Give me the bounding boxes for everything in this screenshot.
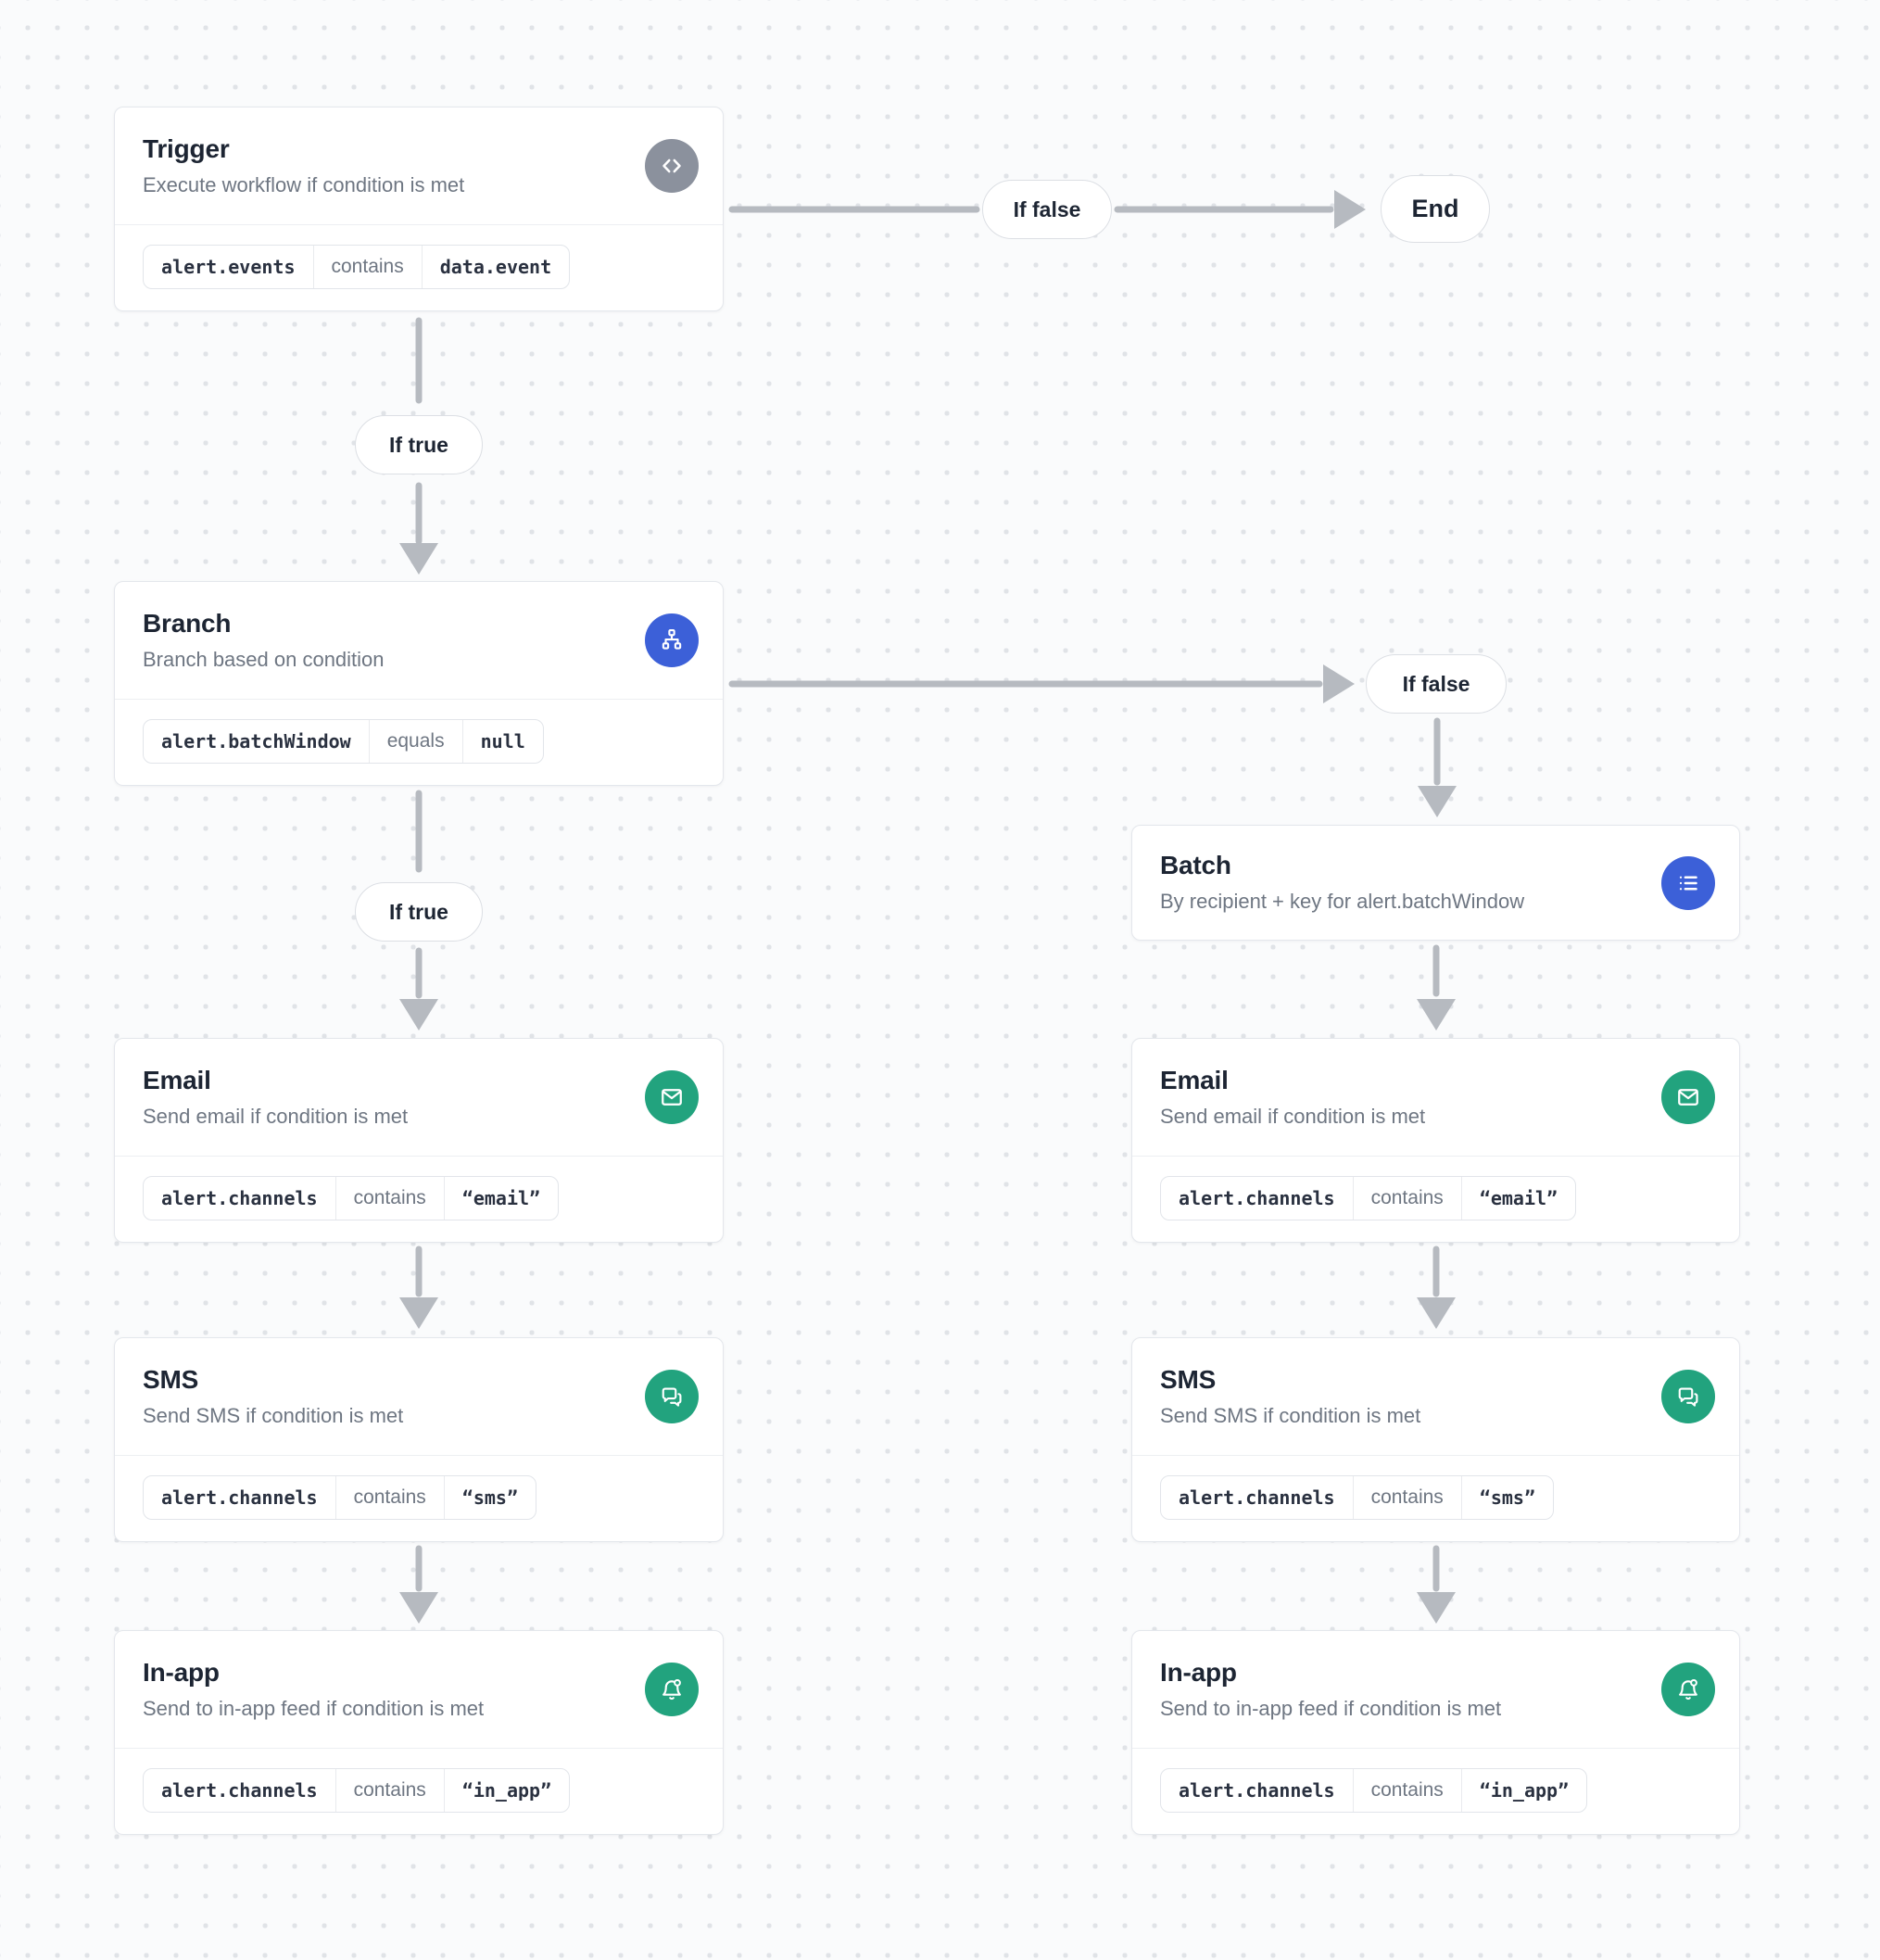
condition-chip: alert.channels contains “email” [1160,1176,1577,1220]
inapp-node-left[interactable]: In-app Send to in-app feed if condition … [114,1630,724,1835]
condition-field: alert.batchWindow [161,730,351,752]
condition-field: alert.channels [161,1187,318,1209]
node-subtitle: Execute workflow if condition is met [143,172,465,196]
condition-chip: alert.channels contains “sms” [1160,1475,1555,1520]
condition-operator: contains [312,246,422,288]
email-node-header: Email Send email if condition is met [115,1039,723,1157]
envelope-icon [645,1070,699,1124]
condition-value: “in_app” [1460,1769,1586,1812]
condition-operator: contains [1352,1177,1461,1220]
bell-icon [1661,1663,1715,1716]
edge-label-if-false-branch: If false [1366,654,1507,714]
node-title: SMS [1160,1364,1217,1394]
node-subtitle: By recipient + key for alert.batchWindow [1160,890,1525,914]
condition-operator: contains [334,1476,444,1519]
node-subtitle: Send email if condition is met [1160,1104,1426,1128]
condition-chip: alert.channels contains “sms” [143,1475,537,1520]
trigger-node-header: Trigger Execute workflow if condition is… [115,107,723,225]
code-icon [645,139,699,193]
condition-chip: alert.channels contains “in_app” [1160,1768,1588,1813]
node-title: Batch [1160,851,1231,880]
node-subtitle: Send to in-app feed if condition is met [143,1696,485,1720]
condition-field: alert.channels [161,1779,318,1802]
condition-chip: alert.events contains data.event [143,245,571,289]
end-node: End [1381,175,1490,243]
envelope-icon [1661,1070,1715,1124]
condition-operator: equals [368,720,462,763]
condition-chip: alert.batchWindow equals null [143,719,544,764]
chat-bubbles-icon [1661,1370,1715,1423]
node-title: Email [1160,1065,1229,1094]
condition-operator: contains [334,1769,444,1812]
condition-field: alert.channels [1179,1187,1335,1209]
batch-node[interactable]: Batch By recipient + key for alert.batch… [1131,825,1740,941]
node-title: In-app [1160,1657,1237,1687]
condition-value: null [461,720,543,763]
branch-node-header: Branch Branch based on condition [115,582,723,700]
inapp-node-header: In-app Send to in-app feed if condition … [115,1631,723,1749]
trigger-node[interactable]: Trigger Execute workflow if condition is… [114,107,724,311]
edge-label-if-false-top: If false [982,180,1112,239]
node-subtitle: Send SMS if condition is met [143,1403,404,1427]
inapp-node-header: In-app Send to in-app feed if condition … [1132,1631,1739,1749]
condition-value: data.event [421,246,569,288]
sms-node-header: SMS Send SMS if condition is met [1132,1338,1739,1456]
condition-field: alert.channels [1179,1486,1335,1509]
sms-node-right[interactable]: SMS Send SMS if condition is met alert.c… [1131,1337,1740,1542]
condition-value: “in_app” [443,1769,569,1812]
node-subtitle: Send email if condition is met [143,1104,409,1128]
email-node-header: Email Send email if condition is met [1132,1039,1739,1157]
inapp-node-right[interactable]: In-app Send to in-app feed if condition … [1131,1630,1740,1835]
sms-node-left[interactable]: SMS Send SMS if condition is met alert.c… [114,1337,724,1542]
condition-value: “sms” [443,1476,536,1519]
edge-label-if-true-branch: If true [355,882,483,942]
condition-value: “email” [443,1177,558,1220]
condition-field: alert.channels [161,1486,318,1509]
condition-chip: alert.channels contains “email” [143,1176,560,1220]
edge-label-if-true-trigger: If true [355,415,483,474]
batch-node-header: Batch By recipient + key for alert.batch… [1132,826,1739,940]
sms-node-header: SMS Send SMS if condition is met [115,1338,723,1456]
condition-field: alert.channels [1179,1779,1335,1802]
condition-value: “email” [1460,1177,1575,1220]
condition-value: “sms” [1460,1476,1553,1519]
condition-field: alert.events [161,256,296,278]
node-title: Trigger [143,133,230,163]
node-title: Branch [143,608,232,638]
node-subtitle: Branch based on condition [143,647,385,671]
bell-icon [645,1663,699,1716]
node-title: Email [143,1065,211,1094]
node-subtitle: Send to in-app feed if condition is met [1160,1696,1502,1720]
list-icon [1661,855,1715,910]
node-title: In-app [143,1657,220,1687]
node-title: SMS [143,1364,199,1394]
chat-bubbles-icon [645,1370,699,1423]
node-subtitle: Send SMS if condition is met [1160,1403,1421,1427]
condition-operator: contains [1352,1769,1461,1812]
condition-chip: alert.channels contains “in_app” [143,1768,571,1813]
email-node-right[interactable]: Email Send email if condition is met ale… [1131,1038,1740,1243]
branch-node[interactable]: Branch Branch based on condition alert.b… [114,581,724,786]
email-node-left[interactable]: Email Send email if condition is met ale… [114,1038,724,1243]
condition-operator: contains [334,1177,444,1220]
sitemap-icon [645,613,699,667]
condition-operator: contains [1352,1476,1461,1519]
